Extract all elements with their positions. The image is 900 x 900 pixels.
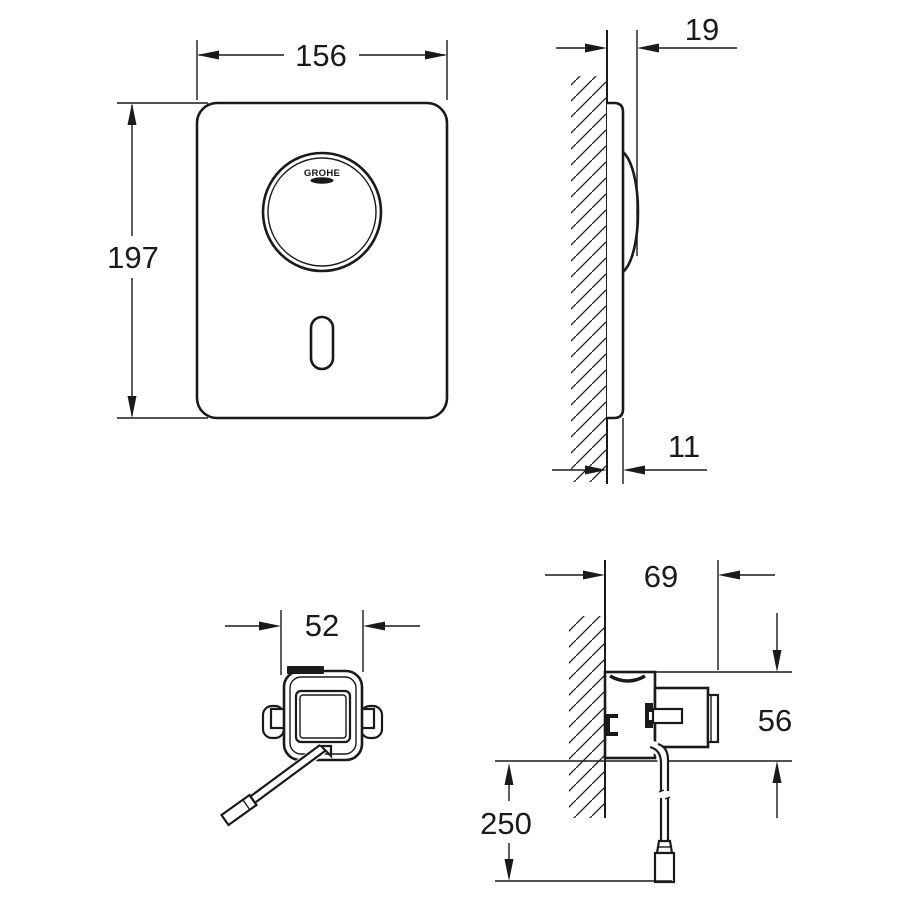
plate-profile xyxy=(607,101,625,420)
arrow-right-icon xyxy=(583,570,605,580)
box-window-outer xyxy=(294,689,352,744)
cable-strain-relief xyxy=(318,744,333,759)
arrow-up-icon xyxy=(504,763,514,785)
arrow-down-icon xyxy=(772,650,782,672)
box-cable-side xyxy=(649,740,676,884)
wall-hatch xyxy=(569,616,605,818)
connector-plug xyxy=(653,851,676,884)
arrow-right-icon xyxy=(585,465,607,475)
dim-box-depth: 69 xyxy=(545,559,775,594)
arrow-down-icon xyxy=(504,859,514,881)
arrow-right-icon xyxy=(259,621,281,631)
top-clip xyxy=(287,666,324,674)
plate-total-depth-label: 19 xyxy=(685,12,719,47)
arrow-left-icon xyxy=(363,621,385,631)
cable-length-label: 250 xyxy=(480,806,532,841)
dim-box-height: 56 xyxy=(758,613,792,818)
arrow-up-icon xyxy=(127,103,137,125)
dim-plate-total-depth: 19 xyxy=(556,12,737,53)
dim-plate-height: 197 xyxy=(107,102,208,419)
dim-cable-length: 250 xyxy=(480,763,672,882)
arrow-right-icon xyxy=(425,50,447,60)
sensor-window xyxy=(309,315,335,371)
plate-width-label: 156 xyxy=(295,38,347,73)
plate-outline xyxy=(195,101,449,420)
arrow-left-icon xyxy=(718,570,740,580)
arrow-right-icon xyxy=(585,43,607,53)
box-top-seal xyxy=(609,674,646,683)
box-cable xyxy=(219,744,333,827)
flush-button-inner xyxy=(267,157,377,267)
plate-height-label: 197 xyxy=(107,240,159,275)
arrow-down-icon xyxy=(127,396,137,418)
button-dome-profile xyxy=(622,151,640,273)
box-side-view: 69 56 xyxy=(480,559,792,884)
arrow-up-icon xyxy=(772,761,782,783)
arrow-left-icon xyxy=(623,465,645,475)
box-width-label: 52 xyxy=(305,608,339,643)
box-cap xyxy=(706,693,720,744)
cable-connector xyxy=(219,793,259,827)
wall-bracket xyxy=(606,714,618,736)
dim-box-width: 52 xyxy=(225,608,420,675)
brand-logo: GROHE xyxy=(304,168,340,179)
box-front-view: 52 xyxy=(219,608,420,827)
arrow-left-icon xyxy=(197,50,219,60)
box-window-inner xyxy=(299,694,347,739)
dim-plate-width: 156 xyxy=(196,38,448,100)
box-depth-label: 69 xyxy=(644,559,678,594)
plate-rim-depth-label: 11 xyxy=(668,429,700,464)
plate-front-view: 156 197 GROHE xyxy=(107,38,449,420)
flush-button-outer xyxy=(261,151,383,273)
dim-plate-rim-depth: 11 xyxy=(552,429,707,475)
plate-side-view: 19 11 xyxy=(552,12,737,484)
latch xyxy=(651,707,684,725)
wall-hatch xyxy=(571,76,607,482)
brand-logo-swirl-icon xyxy=(310,177,334,184)
box-height-label: 56 xyxy=(758,703,792,738)
arrow-left-icon xyxy=(637,43,659,53)
